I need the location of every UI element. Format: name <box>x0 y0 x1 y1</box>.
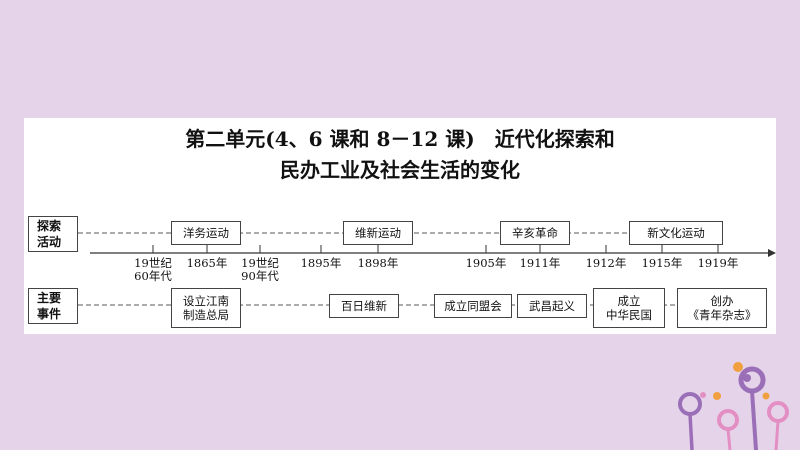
year-label: 1919年 <box>697 256 739 270</box>
unit-title-line1: 第二单元(4、6 课和 8－12 课) 近代化探索和 <box>185 127 615 151</box>
event-box-wuchang: 武昌起义 <box>517 294 587 318</box>
year-label: 1915年 <box>641 256 683 270</box>
year-label: 1865年 <box>186 256 228 270</box>
event-box-minguo: 成立 中华民国 <box>593 288 665 328</box>
explore-box-weixin: 维新运动 <box>343 221 413 245</box>
year-label: 1912年 <box>585 256 627 270</box>
year-label: 1895年 <box>300 256 342 270</box>
year-label: 1905年 <box>465 256 507 270</box>
year-label: 1898年 <box>357 256 399 270</box>
event-box-jiangnan: 设立江南 制造总局 <box>171 288 241 328</box>
event-box-tongmenghui: 成立同盟会 <box>434 294 512 318</box>
timeline-card: 第二单元(4、6 课和 8－12 课) 近代化探索和 民办工业及社会生活的变化 … <box>24 118 776 334</box>
event-box-qingnian: 创办 《青年杂志》 <box>677 288 767 328</box>
year-label: 19世纪 60年代 <box>134 256 172 284</box>
year-label: 19世纪 90年代 <box>241 256 279 284</box>
unit-title-line2: 民办工业及社会生活的变化 <box>280 158 520 182</box>
row-label-events: 主要 事件 <box>28 288 78 324</box>
year-label: 1911年 <box>519 256 561 270</box>
event-box-bairi: 百日维新 <box>329 294 399 318</box>
explore-box-xinhai: 辛亥革命 <box>500 221 570 245</box>
explore-box-xinwenhua: 新文化运动 <box>629 221 723 245</box>
explore-box-yangwu: 洋务运动 <box>171 221 241 245</box>
row-label-explore: 探索 活动 <box>28 216 78 252</box>
